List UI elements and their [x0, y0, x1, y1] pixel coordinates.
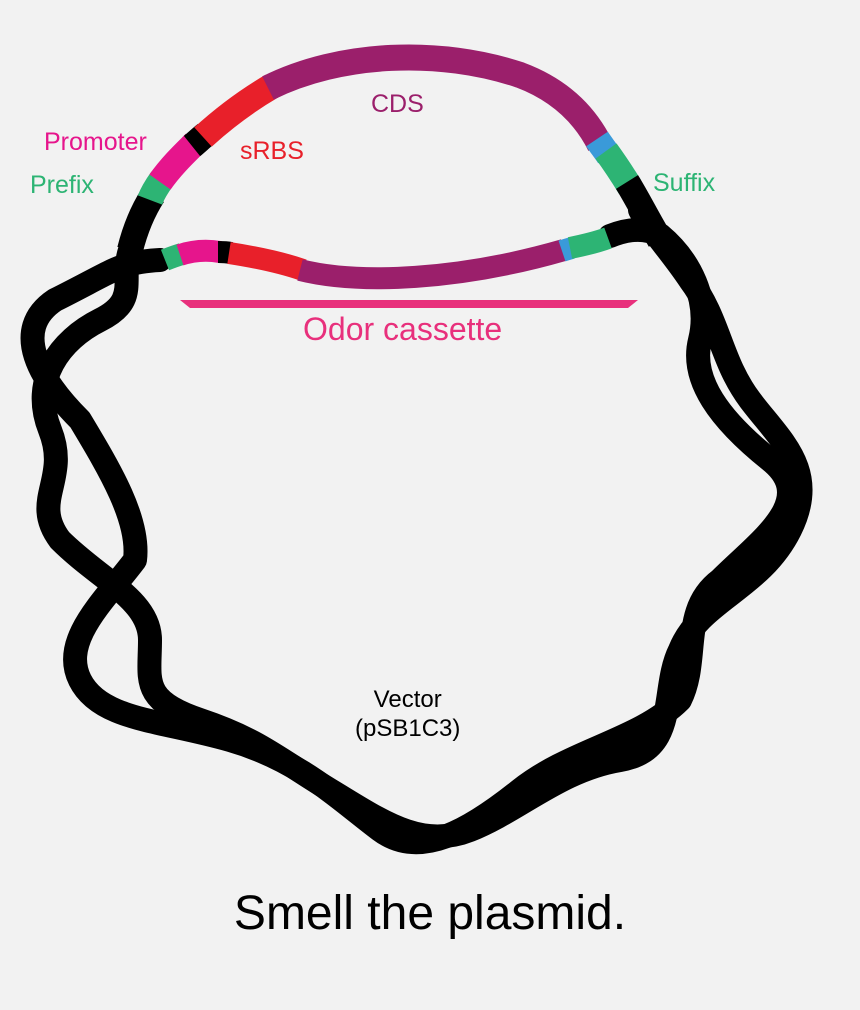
arc-black-right: [615, 175, 672, 247]
arc-suffix: [595, 143, 642, 194]
label-vector-line2: (pSB1C3): [355, 714, 461, 742]
strand-prefix: [160, 243, 186, 271]
label-cds: CDS: [371, 90, 424, 118]
label-promoter: Promoter: [44, 128, 147, 156]
arc-cds: [262, 44, 612, 152]
arc-promoter: [149, 133, 205, 190]
strand-srbs: [227, 242, 307, 281]
arc-black-left: [117, 187, 165, 254]
arc-prefix: [137, 171, 173, 205]
label-prefix: Prefix: [30, 171, 94, 199]
diagram-caption: Smell the plasmid.: [233, 887, 627, 940]
strand-suffix: [567, 227, 612, 259]
label-vector: Vector (pSB1C3): [355, 686, 460, 744]
insert-arc: [117, 44, 672, 254]
label-srbs: sRBS: [240, 137, 304, 165]
strand-cds: [297, 239, 568, 290]
vector-strand-b: [31, 198, 813, 849]
vector-backbone: [20, 198, 813, 855]
cassette-strand: [160, 227, 612, 290]
arc-srbs: [194, 74, 279, 147]
label-vector-line1: Vector: [373, 686, 442, 713]
cassette-bracket: [180, 300, 638, 308]
strand-promoter: [176, 239, 222, 266]
label-suffix: Suffix: [653, 169, 716, 197]
label-odor-cassette: Odor cassette: [303, 311, 503, 347]
